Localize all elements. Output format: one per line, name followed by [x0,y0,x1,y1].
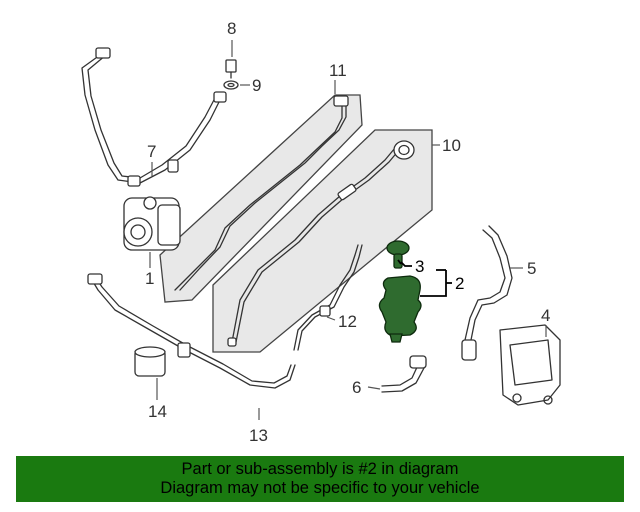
callout-12: 12 [338,312,357,331]
callout-7: 7 [147,142,156,161]
part-8-bolt [225,59,237,79]
part-13-line [87,273,296,389]
callout-5: 5 [527,259,536,278]
part-6-hose [381,355,427,393]
callout-9: 9 [252,76,261,95]
part-10-pipe [227,140,415,347]
callout-8: 8 [227,19,236,38]
panel-10-background [212,129,433,353]
part-7-hose [81,47,227,187]
banner-line-2: Diagram may not be specific to your vehi… [160,479,480,497]
callout-3: 3 [415,257,424,276]
callout-1: 1 [145,269,154,288]
highlight-leaders [397,259,452,297]
leader-lines [149,40,547,420]
callout-11: 11 [329,61,347,80]
part-1-pump [123,196,181,251]
part-11-pipe [174,95,349,291]
callout-10: 10 [442,136,461,155]
callout-2: 2 [455,274,464,293]
part-9-washer [223,80,239,90]
callout-6: 6 [352,378,361,397]
part-5-hose [461,225,513,361]
part-3-cap [386,240,410,269]
banner-line-1: Part or sub-assembly is #2 in diagram [181,460,459,478]
part-2-reservoir [378,275,422,343]
parts-diagram: 8 9 11 10 7 1 3 2 5 4 12 6 14 13 [81,19,561,445]
info-banner: Part or sub-assembly is #2 in diagram Di… [16,456,624,502]
part-14-connector [134,346,166,377]
callout-13: 13 [249,426,268,445]
part-4-bracket [499,324,561,406]
callout-4: 4 [541,306,550,325]
part-12-pipe [293,244,363,351]
callout-14: 14 [148,402,167,421]
